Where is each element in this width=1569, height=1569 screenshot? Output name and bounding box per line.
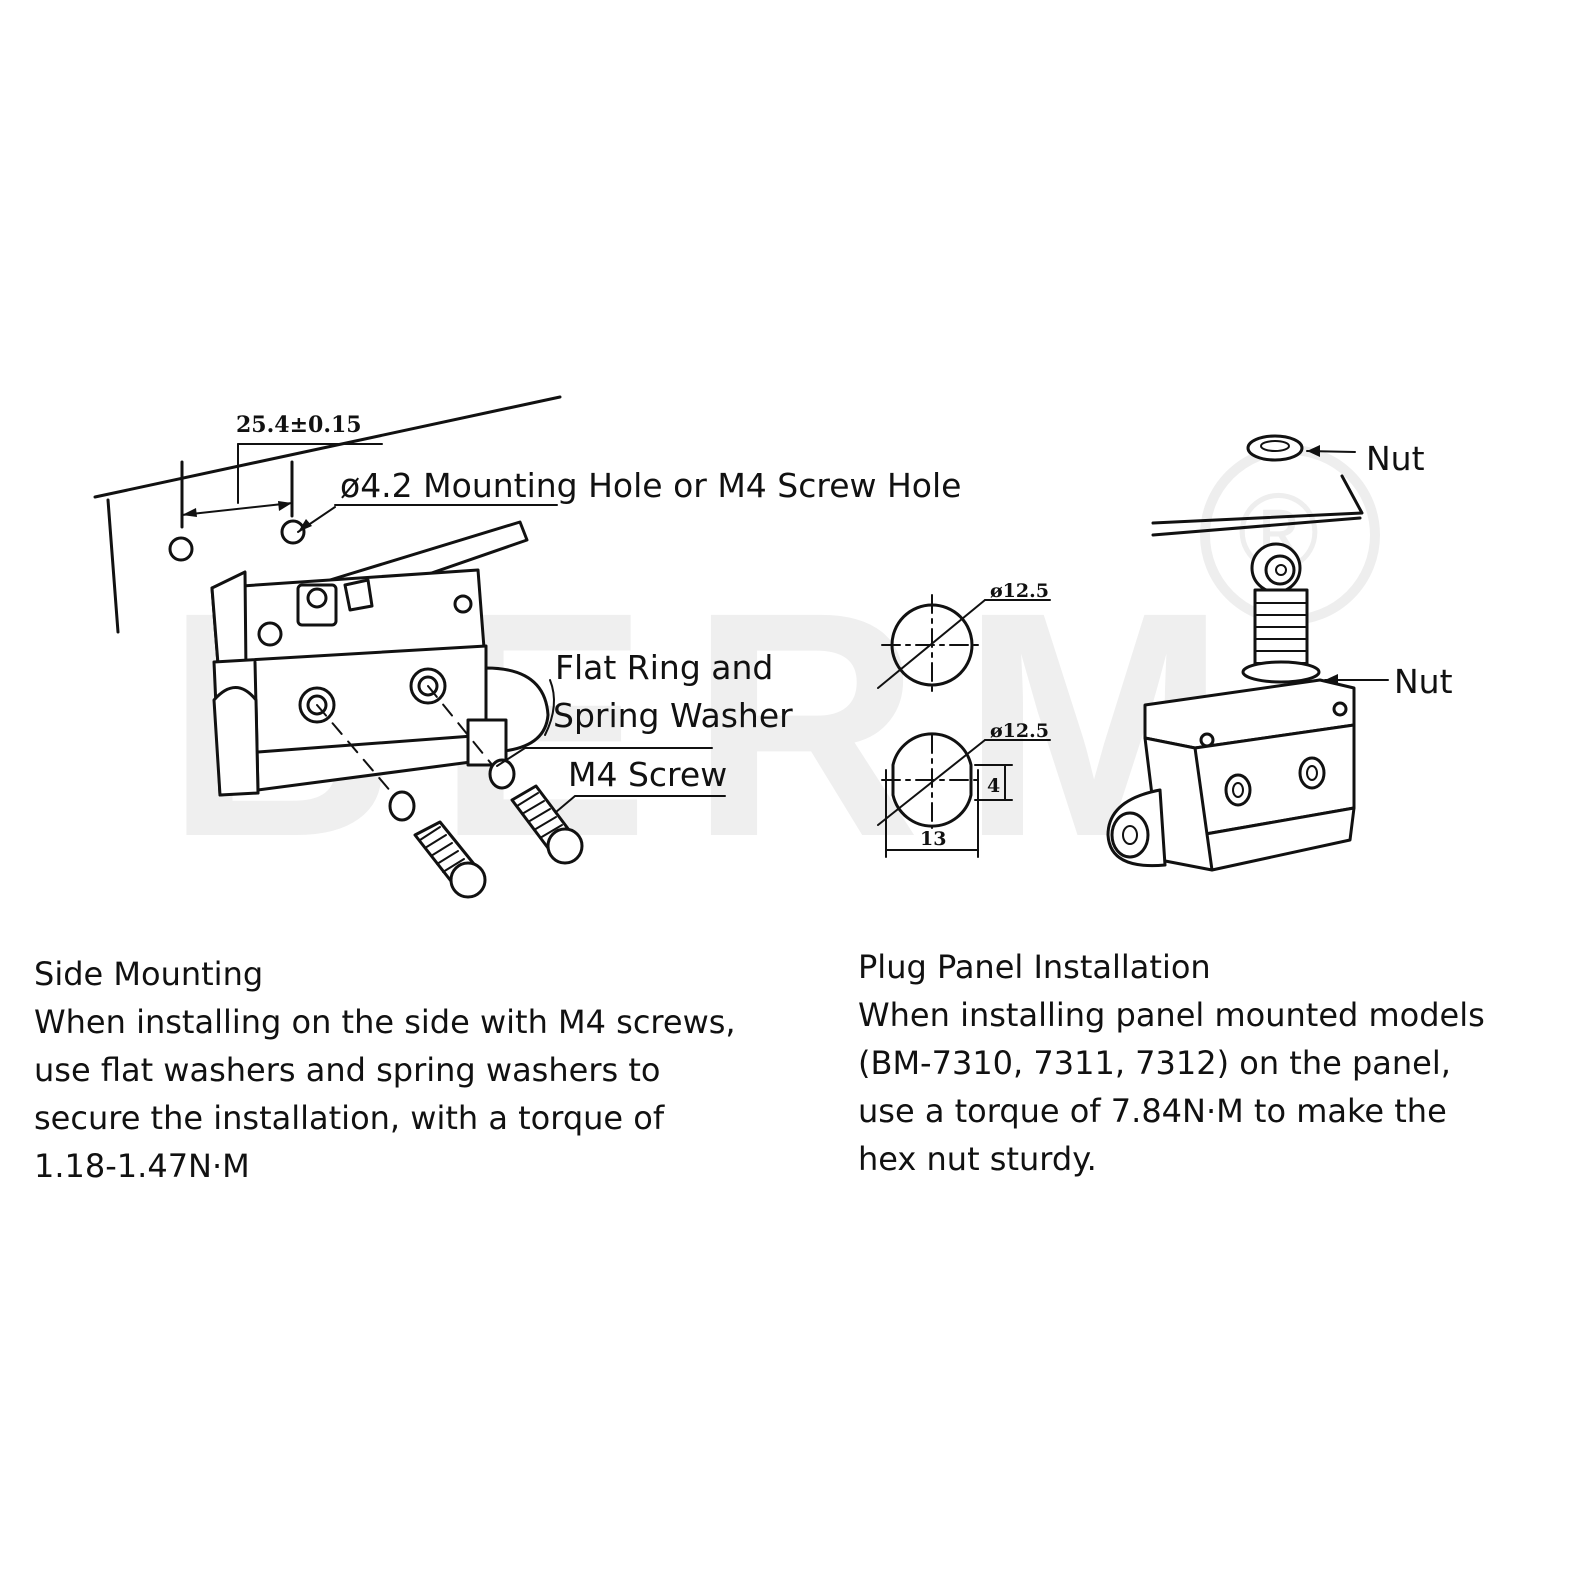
plug-panel-caption: Plug Panel Installation When installing … [858,943,1548,1183]
side-mounting-description: When installing on the side with M4 scre… [34,1003,736,1185]
keyed-cutout-diameter-leader [877,739,986,826]
body-bottom-band [256,733,488,754]
lever-pivot [306,587,328,609]
washer-leader [496,747,713,767]
mounting-hole-label: ø4.2 Mounting Hole or M4 Screw Hole [340,466,961,505]
lever-tab [343,578,374,612]
washer-label-line1: Flat Ring and [555,648,773,687]
washer-1 [388,790,416,822]
mounting-surface-left-edge [106,498,120,634]
assembly-line-1 [316,704,393,794]
panel-rivet-left [1199,732,1215,748]
screw-leader [555,795,726,813]
m4-screw-1 [413,820,487,899]
roller-axle [1275,564,1287,576]
mounting-hole-2 [280,519,306,545]
mounting-hole-leader-arrow [298,519,312,532]
keyed-cutout-label: ø12.5 [990,720,1049,742]
dimension-label: 25.4±0.15 [236,412,362,438]
screw-label: M4 Screw [568,755,727,794]
switch-cover-bracket [210,570,248,675]
cover-rivet-left [257,621,283,647]
front-plunger-face [1110,811,1150,859]
keyed-cutout [891,732,973,828]
lower-hex-nut [1241,660,1321,684]
width-dimension-label: 13 [920,828,946,850]
washer-label-line2: Spring Washer [553,696,793,735]
round-cutout-label: ø12.5 [990,580,1049,602]
plug-panel-title: Plug Panel Installation [858,948,1211,986]
plug-panel-description: When installing panel mounted models (BM… [858,996,1485,1178]
front-plunger-center [1122,825,1138,845]
top-nut-leader-arrow [1307,445,1320,457]
mounting-panel-lower-edge [1151,516,1362,537]
plug-panel-drawing: Nut Nut [1106,434,1453,872]
panel-rivet-right [1332,701,1348,717]
dimension-arrow-left [182,508,197,517]
side-mounting-drawing: 25.4±0.15 ø4.2 Mounting Hole or M4 Screw… [93,395,961,899]
panel-body-hole-2-inner [1306,765,1318,781]
mounting-hole-1 [168,536,194,562]
side-mounting-caption: Side Mounting When installing on the sid… [34,950,824,1190]
assembly-line-2 [427,685,499,773]
mounting-surface-top-edge [93,395,562,499]
m4-screw-2 [510,784,584,865]
cover-rivet-right [453,594,473,614]
washer-2 [488,758,516,790]
dimension-arrow-right [278,501,292,511]
panel-body-hole-1-inner [1232,782,1244,798]
flat-dimension-label: 4 [987,775,1000,797]
top-nut-label: Nut [1366,439,1425,478]
dimension-arrow-line [181,502,293,516]
bushing-threads [1254,602,1308,664]
round-cutout-diameter-leader [877,599,986,689]
roller-inner [1264,554,1296,586]
side-mounting-title: Side Mounting [34,955,264,993]
lower-nut-label: Nut [1394,662,1453,701]
panel-cutout-drawing: ø12.5 ø12.5 4 13 [877,580,1051,858]
top-hex-nut [1246,434,1304,462]
panel-body-hole-1 [1224,773,1252,807]
washer-bracket [544,679,555,736]
panel-body-hole-2 [1298,756,1326,790]
top-hex-nut-hole [1260,440,1290,452]
body-side-arch [212,686,260,797]
mounting-panel [1151,474,1364,525]
